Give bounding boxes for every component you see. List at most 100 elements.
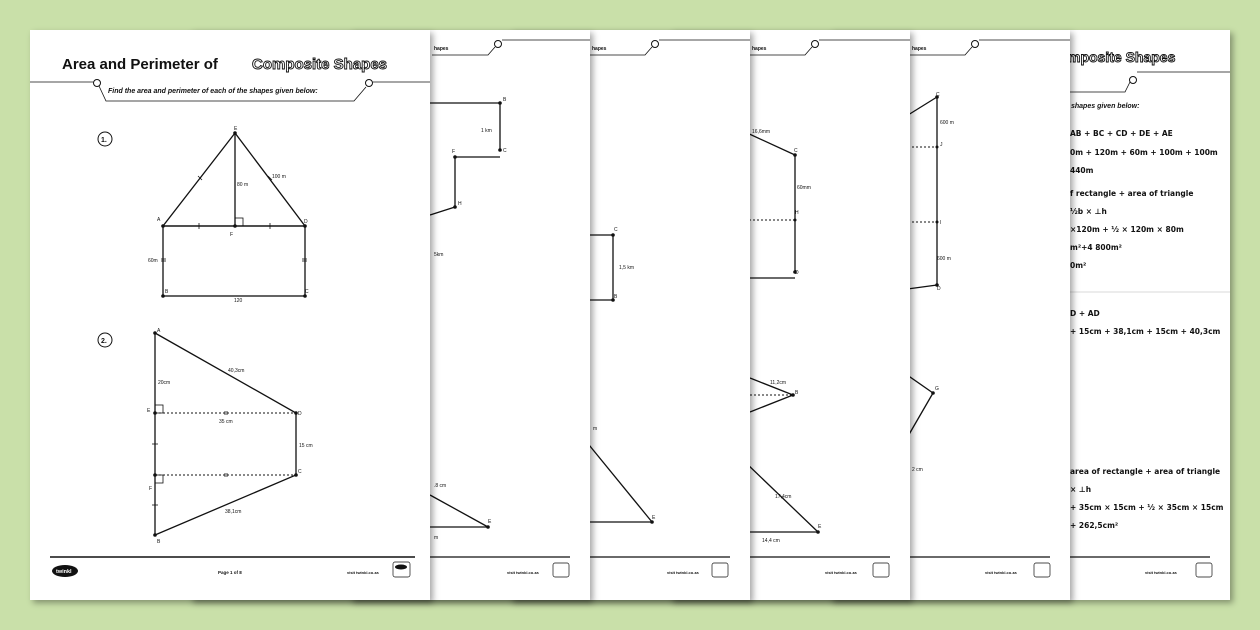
length-label: 60m: [148, 258, 158, 264]
header-circle-icon: [93, 79, 101, 87]
length-label: 60mm: [797, 185, 811, 191]
answer-lines: AB + BC + CD + DE + AE 0m + 120m + 60m +…: [1070, 129, 1230, 530]
length-label: 38,1cm: [225, 509, 241, 515]
point-label: F: [452, 149, 455, 155]
length-label: 15 cm: [299, 443, 313, 449]
question-number: 2.: [101, 338, 107, 345]
answer-line: 0m + 120m + 60m + 100m + 100m: [1070, 148, 1218, 157]
header-circle-icon: [971, 40, 979, 48]
point-label: D: [937, 286, 941, 292]
twinkl-logo: twinkl: [52, 565, 78, 577]
badge-logo-icon: [395, 564, 407, 570]
length-label: 20cm: [158, 380, 170, 386]
header-circle-icon: [651, 40, 659, 48]
shape-diagram: C 1,5 km B m E: [584, 227, 656, 524]
length-label: 600 m: [937, 256, 951, 262]
length-label: m: [593, 426, 597, 432]
length-label: 1 km: [481, 128, 492, 134]
answer-line: 440m: [1070, 166, 1094, 175]
header-circle-icon: [365, 79, 373, 87]
point-label: C: [503, 148, 507, 154]
page-title: hapes: [434, 46, 449, 52]
point-label: C: [614, 227, 618, 233]
header-circle-icon: [1129, 76, 1137, 84]
footer-site: visit twinkl.co.za: [667, 570, 699, 575]
point-label: E: [818, 524, 822, 530]
length-label: 100 m: [272, 174, 286, 180]
point-label: A: [157, 217, 161, 223]
point-label: D: [304, 219, 308, 225]
point-label: D: [795, 270, 799, 276]
point-label: B: [795, 390, 799, 396]
length-label: m: [434, 535, 438, 541]
header-line: [590, 46, 653, 56]
point-label: B: [157, 539, 161, 545]
answer-line: + 35cm × 15cm + ½ × 35cm × 15cm: [1070, 503, 1224, 512]
answer-line: + 15cm + 38,1cm + 15cm + 40,3cm: [1070, 327, 1221, 336]
answer-line: f rectangle + area of triangle: [1070, 189, 1193, 198]
length-label: 11,2cm: [770, 380, 786, 386]
point-label: H: [458, 201, 462, 207]
point-label: A: [157, 328, 161, 334]
page-title: hapes: [592, 46, 607, 52]
badge-logo-icon: [552, 562, 570, 578]
length-label: 120: [234, 298, 243, 304]
point-label: E: [147, 408, 151, 414]
point-label: J: [940, 142, 943, 148]
length-label: 35 cm: [219, 419, 233, 425]
badge-logo-icon: [872, 562, 890, 578]
page-title: mposite Shapes: [1068, 49, 1176, 65]
length-label: 1,5 km: [619, 265, 634, 271]
header-circle-icon: [811, 40, 819, 48]
question-number-badge: [97, 332, 113, 348]
answer-line: 0m²: [1070, 261, 1086, 270]
header-line: [98, 85, 367, 102]
point-label: E: [488, 519, 492, 525]
badge-logo-icon: [392, 561, 411, 578]
page-number: Page 1 of 8: [218, 570, 242, 575]
point-label: C: [794, 148, 798, 154]
footer-site: visit twinkl.co.za: [985, 570, 1017, 575]
point-label: B: [503, 97, 507, 103]
point-label: I: [940, 220, 941, 226]
shape-diagram-2: A E D C F B 40,3cm 20cm 35 cm 15 cm 38,1…: [147, 328, 313, 545]
answer-line: D + AD: [1070, 309, 1100, 318]
page-title: hapes: [752, 46, 767, 52]
instruction-text: shapes given below:: [1071, 103, 1139, 110]
answer-line: m²+4 800m²: [1070, 243, 1122, 252]
answer-line: ×120m + ½ × 120m × 80m: [1070, 225, 1184, 234]
shape-diagram-1: E A D F B C 80 m 100 m 60m 120: [148, 126, 309, 304]
length-label: 17,4cm: [775, 494, 791, 500]
point-label: D: [298, 411, 302, 417]
header-circle-icon: [494, 40, 502, 48]
answer-line: AB + BC + CD + DE + AE: [1070, 129, 1173, 138]
worksheet-page-1: Area and Perimeter of Composite Shapes F…: [30, 30, 430, 600]
length-label: 40,3cm: [228, 368, 244, 374]
point-label: G: [935, 386, 939, 392]
point-label: C: [936, 92, 940, 98]
footer-site: visit twinkl.co.za: [347, 570, 379, 575]
point-label: E: [652, 515, 656, 521]
shape-diagram: B 1 km C F H 5km .8 cm E m: [429, 97, 507, 541]
page-title: hapes: [912, 46, 927, 52]
page-title: Area and Perimeter of: [62, 56, 219, 73]
length-label: 14,4 cm: [762, 538, 780, 544]
length-label: 5km: [434, 252, 443, 258]
footer-site: visit twinkl.co.za: [507, 570, 539, 575]
point-label: F: [149, 486, 152, 492]
header-line: [910, 46, 973, 56]
logo-text: twinkl: [56, 569, 72, 575]
page-title-outlined: Composite Shapes: [252, 56, 387, 73]
shape-diagram: 16,6mm C 60mm H D 11,2cm B 17,4cm E 14,4…: [744, 129, 822, 544]
length-label: 80 m: [237, 182, 248, 188]
point-label: F: [230, 232, 233, 238]
question-number-badge: [97, 131, 113, 147]
header-line: [432, 46, 496, 56]
point-label: C: [305, 289, 309, 295]
answer-line: × ⊥h: [1070, 485, 1091, 494]
badge-logo-icon: [711, 562, 729, 578]
answer-line: ½b × ⊥h: [1070, 207, 1107, 216]
instruction-text: Find the area and perimeter of each of t…: [108, 88, 318, 95]
point-label: E: [234, 126, 238, 132]
point-label: B: [614, 294, 618, 300]
